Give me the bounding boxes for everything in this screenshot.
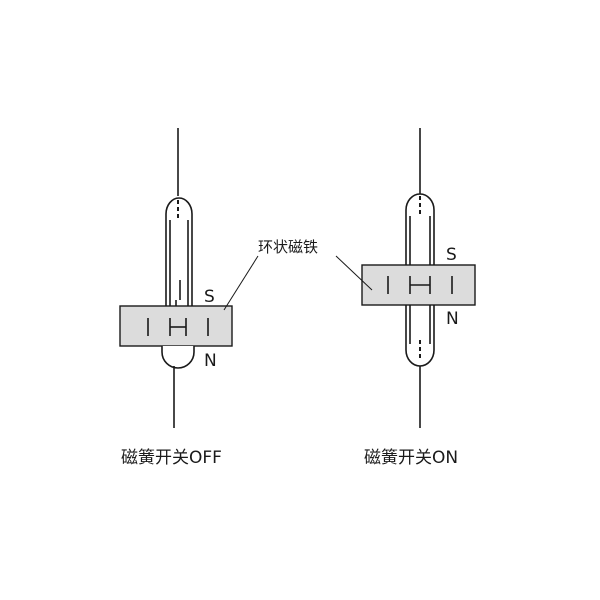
on-pole-n: N [446,309,459,329]
on-caption: 磁簧开关ON [364,448,458,468]
off-tube-bottom-bulb [161,346,195,369]
off-pole-s: S [204,287,215,307]
callout-leader-right [335,255,373,291]
ring-magnet-callout: 环状磁铁 [223,238,373,311]
off-pole-n: N [204,351,217,371]
callout-label: 环状磁铁 [258,238,318,256]
on-pole-s: S [446,245,457,265]
reed-switch-off: S N 磁簧开关OFF [119,128,233,468]
off-caption: 磁簧开关OFF [121,448,222,468]
off-ring-magnet [119,305,233,347]
reed-switch-on: S N 磁簧开关ON [361,128,476,468]
callout-leader-left [223,255,259,311]
